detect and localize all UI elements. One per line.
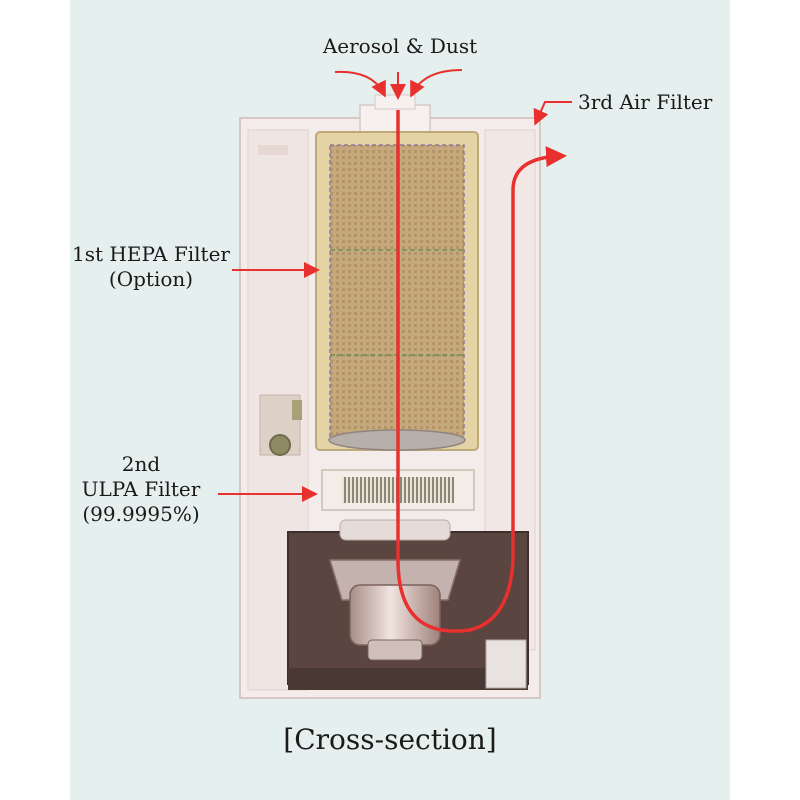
- inlet-arrow-left: [334, 70, 386, 98]
- ulpa-label-line3: (99.9995%): [82, 502, 200, 526]
- motor-compartment: [287, 519, 529, 690]
- third-filter-label: 3rd Air Filter: [578, 90, 713, 114]
- inlet-label: Aerosol & Dust: [322, 34, 478, 58]
- caption: [Cross-section]: [283, 723, 497, 756]
- ulpa-label-line1: 2nd: [121, 452, 161, 476]
- ulpa-label: 2nd ULPA Filter (99.9995%): [56, 452, 226, 527]
- hepa-label-line1: 1st HEPA Filter: [72, 242, 230, 266]
- airflow-path: [218, 69, 572, 633]
- ulpa-label-line2: ULPA Filter: [81, 477, 201, 501]
- inlet-arrow-right: [410, 69, 463, 98]
- third-filter-pointer: [533, 101, 572, 126]
- hepa-label: 1st HEPA Filter (Option): [56, 242, 246, 292]
- main-airflow-line: [396, 110, 567, 633]
- hepa-label-line2: (Option): [108, 267, 194, 291]
